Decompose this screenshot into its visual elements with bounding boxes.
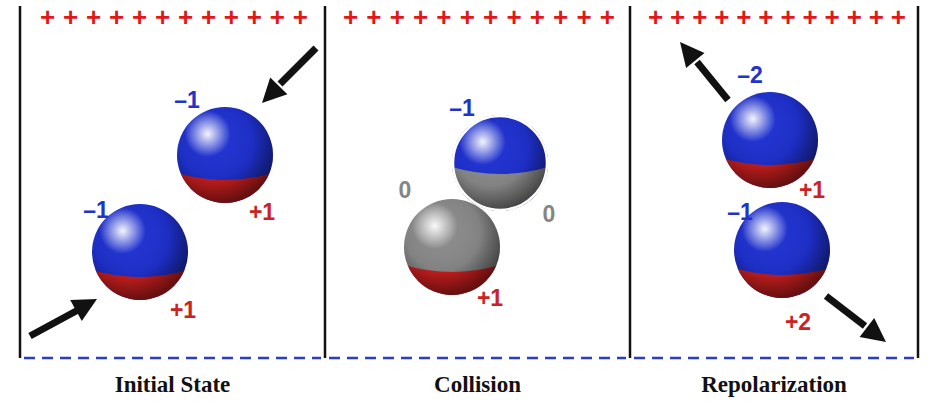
sphere-body — [404, 199, 500, 295]
sphere-highlight — [177, 107, 273, 203]
panel: Initial State–1+1–1+1 — [20, 0, 325, 409]
panel-border — [917, 6, 920, 358]
panel-border — [19, 6, 22, 358]
sphere-body — [722, 92, 818, 188]
charge-label: +1 — [799, 177, 825, 204]
panel-caption: Collision — [434, 372, 521, 398]
panel: Collision–100+1 — [325, 0, 630, 409]
sphere-highlight — [452, 115, 548, 211]
charge-label: +2 — [785, 309, 811, 336]
panel-caption: Initial State — [115, 372, 231, 398]
negative-plate — [24, 357, 321, 360]
sphere-top — [452, 115, 548, 211]
motion-arrow — [30, 310, 78, 336]
polarized-sphere: –1+1 — [92, 204, 188, 300]
negative-plate — [634, 357, 914, 360]
polarized-sphere: –1+1 — [177, 107, 273, 203]
sphere-top — [404, 199, 500, 295]
charge-label: 0 — [399, 177, 412, 204]
panel: Repolarization–2+1–1+2 — [630, 0, 918, 409]
charge-label: –1 — [174, 87, 200, 114]
sphere-shade — [404, 199, 500, 295]
sphere-outline — [453, 116, 547, 210]
sphere-body — [452, 115, 548, 211]
motion-arrow — [826, 296, 865, 326]
panel-border — [629, 6, 632, 358]
charge-label: –1 — [449, 95, 475, 122]
polarized-sphere: –1+2 — [734, 202, 830, 298]
charge-label: 0 — [543, 201, 556, 228]
sphere-shade — [177, 107, 273, 203]
sphere-highlight — [404, 199, 500, 295]
charge-label: –1 — [727, 199, 753, 226]
charge-label: –2 — [737, 62, 763, 89]
sphere-top — [722, 92, 818, 188]
panel-borders — [20, 6, 918, 358]
plate-charge: ++++++++++++ — [343, 2, 623, 32]
sphere-top — [177, 107, 273, 203]
charge-label: –1 — [83, 197, 109, 224]
sphere-highlight — [722, 92, 818, 188]
negative-plates — [24, 357, 914, 360]
sphere-shade — [452, 115, 548, 211]
charge-label: +1 — [477, 285, 503, 312]
polarized-sphere: –2+1 — [722, 92, 818, 188]
arrow-head — [262, 78, 287, 104]
arrow-head — [680, 42, 705, 68]
panel-caption: Repolarization — [701, 372, 847, 398]
sphere-shade — [722, 92, 818, 188]
arrow-head — [860, 318, 886, 342]
sphere-body — [177, 107, 273, 203]
negative-plate — [329, 357, 626, 360]
plate-charge: ++++++++++++ — [40, 2, 316, 32]
motion-arrows — [30, 42, 886, 342]
polarized-sphere: 0+1 — [404, 199, 500, 295]
arrow-head — [70, 299, 97, 321]
plate-charge: ++++++++++++ — [648, 2, 913, 32]
motion-arrow — [280, 48, 316, 84]
motion-arrow — [697, 62, 728, 100]
charge-label: +1 — [170, 297, 196, 324]
charge-label: +1 — [249, 199, 275, 226]
panel-border — [324, 6, 327, 358]
polarized-sphere: –10 — [452, 115, 548, 211]
